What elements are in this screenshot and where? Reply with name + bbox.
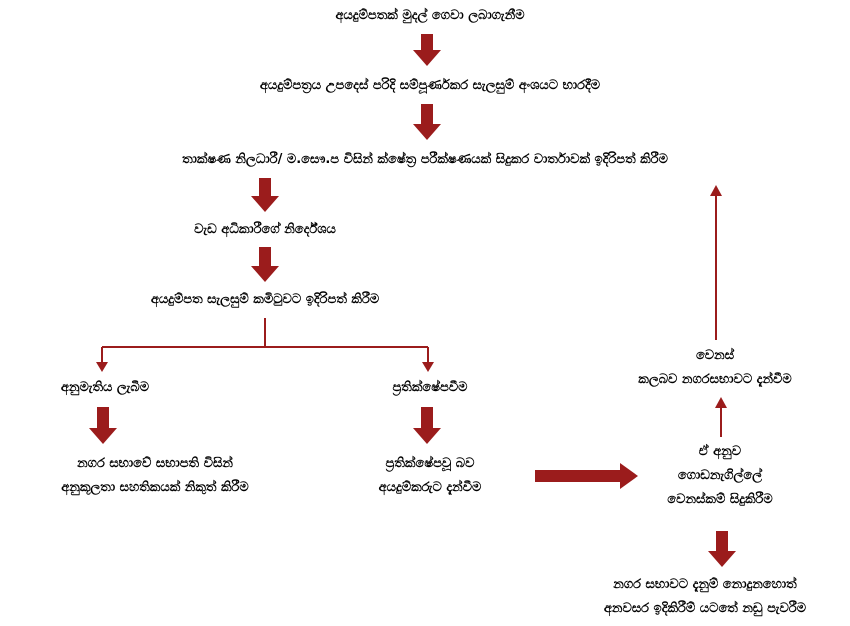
branch-right-arrowhead: [422, 362, 434, 372]
step-obtain-application-text: අයදුම්පතක් මුදල් ගෙවා ලබාගැනීම: [335, 8, 525, 23]
step-legal-action-unauthorized-line2: අනවසර ඉදිකිරීම් යටතේ නඩු පැවරීම: [603, 601, 807, 616]
arrow-changes-to-notify-head: [715, 397, 727, 408]
step-make-building-changes-line3: වෙනස්කම් සිදුකිරීම: [667, 492, 773, 507]
arrow-changes-to-legal: [708, 531, 736, 567]
arrow-rejection-to-notify: [413, 407, 441, 444]
step-obtain-application: අයදුම්පතක් මුදල් ගෙවා ලබාගැනීම: [110, 4, 750, 28]
step-submit-application-text: අයදුම්පත්‍රය උපදෙස් පරිදි සම්පූර්ණකර සැල…: [259, 78, 601, 93]
step-field-inspection-report-text: තාක්ෂණ නිලධාරී/ ම.සෞ.ප විසින් ක්ෂේත්‍ර ප…: [182, 152, 668, 167]
arrow-step4-to-step5: [251, 247, 279, 282]
step-approval-received-text: අනුමැතිය ලැබීම: [60, 380, 150, 395]
step-rejected-text: ප්‍රතික්ෂේපවීම: [392, 380, 468, 395]
step-works-superintendent-recommendation-text: වැඩ අධිකාරීගේ නිර්දේශය: [194, 222, 336, 237]
step-notify-applicant-rejection: ප්‍රතික්ෂේපවූ බව අයදුම්කරුට දැන්වීම: [320, 452, 540, 500]
step-make-building-changes-line1: ඒ අනුව: [698, 444, 742, 459]
step-submit-to-planning-committee: අයදුම්පත සැලසුම් කමිටුවට ඉදිරිපත් කිරීම: [40, 288, 490, 312]
step-issue-compliance-certificate-line2: අනුකූලතා සහතිකයක් නිකුත් කිරීම: [61, 480, 249, 495]
arrow-notify-to-changes: [535, 463, 638, 489]
step-notify-council-of-changes-line2: කලබව නගරසභාවට දැන්වීම: [638, 372, 792, 387]
step-field-inspection-report: තාක්ෂණ නිලධාරී/ ම.සෞ.ප විසින් ක්ෂේත්‍ර ප…: [0, 148, 850, 172]
step-rejected: ප්‍රතික්ෂේපවීම: [340, 376, 520, 400]
step-approval-received: අනුමැතිය ලැබීම: [20, 376, 190, 400]
step-works-superintendent-recommendation: වැඩ අධිකාරීගේ නිර්දේශය: [80, 218, 450, 242]
step-submit-application: අයදුම්පත්‍රය උපදෙස් පරිදි සම්පූර්ණකර සැල…: [110, 74, 750, 98]
step-notify-applicant-rejection-line2: අයදුම්කරුට දැන්වීම: [378, 480, 482, 495]
step-issue-compliance-certificate: නගර සභාවේ සභාපති විසින් අනුකූලතා සහතිකයක…: [0, 452, 310, 500]
step-make-building-changes-line2: ගොඩනැගිල්ලේ: [677, 468, 763, 483]
step-legal-action-unauthorized-line1: නගර සභාවට දැනුම් නොදුනහොත්: [613, 577, 797, 592]
arrow-notify-to-inspection-head: [710, 185, 722, 196]
step-notify-council-of-changes: වෙනස් කලබව නගරසභාවට දැන්වීම: [580, 344, 850, 392]
step-submit-to-planning-committee-text: අයදුම්පත සැලසුම් කමිටුවට ඉදිරිපත් කිරීම: [150, 292, 380, 307]
step-notify-applicant-rejection-line1: ප්‍රතික්ෂේපවූ බව: [385, 456, 475, 471]
arrow-step2-to-step3: [413, 104, 441, 140]
arrow-step1-to-step2: [413, 34, 441, 66]
step-issue-compliance-certificate-line1: නගර සභාවේ සභාපති විසින්: [77, 456, 233, 471]
step-notify-council-of-changes-line1: වෙනස්: [695, 348, 735, 363]
step-legal-action-unauthorized: නගර සභාවට දැනුම් නොදුනහොත් අනවසර ඉදිකිරී…: [560, 573, 850, 621]
arrow-approval-to-certificate: [89, 407, 117, 444]
arrow-step3-to-step4: [251, 178, 279, 212]
step-make-building-changes: ඒ අනුව ගොඩනැගිල්ලේ වෙනස්කම් සිදුකිරීම: [620, 440, 820, 512]
branch-left-arrowhead: [96, 362, 108, 372]
